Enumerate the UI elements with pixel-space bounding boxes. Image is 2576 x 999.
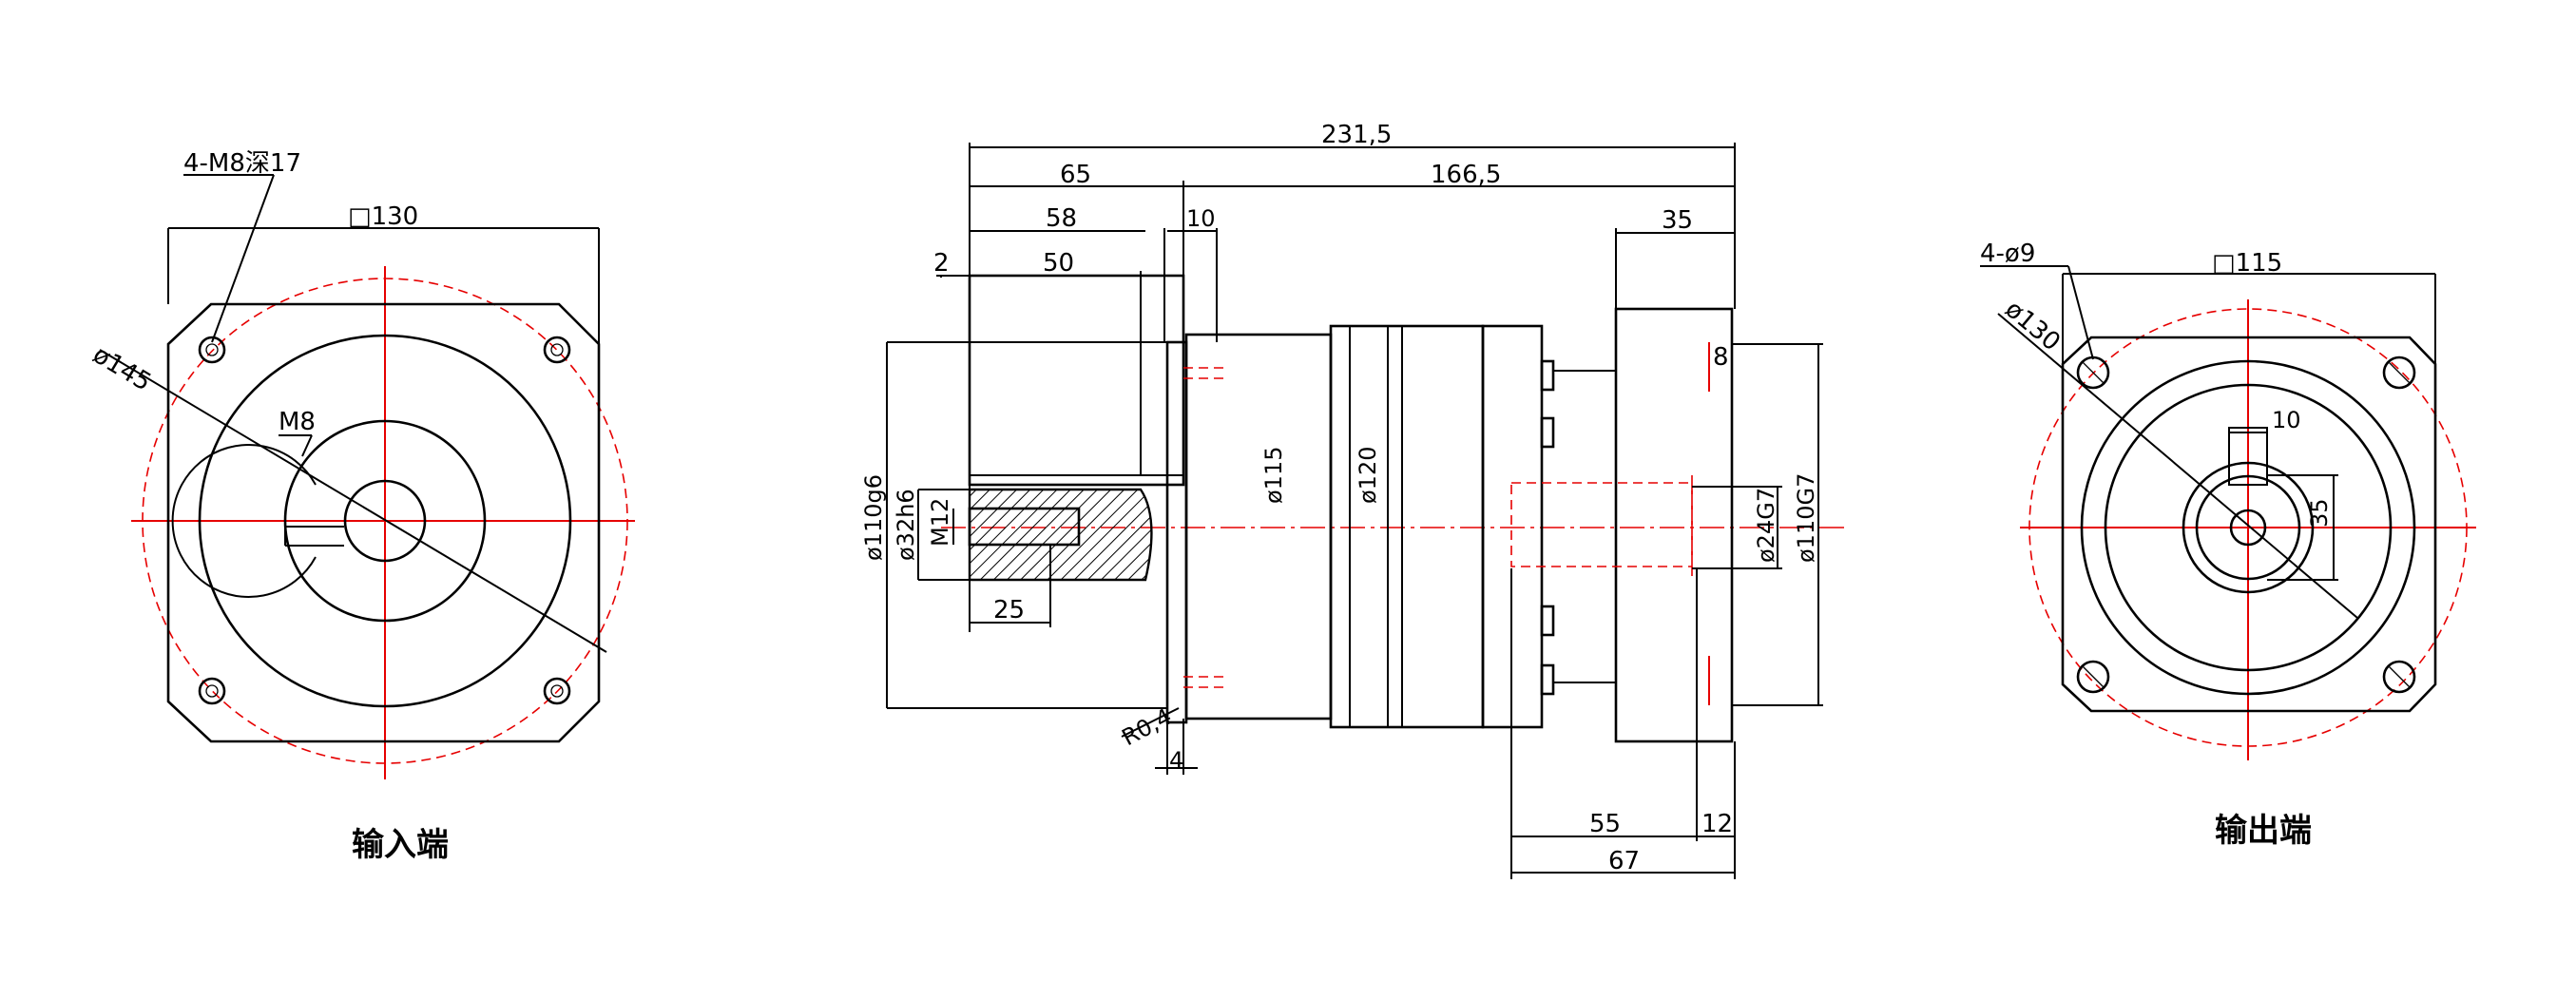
length-65-label: 65 bbox=[1060, 161, 1091, 189]
length-166-label: 166,5 bbox=[1431, 161, 1501, 189]
output-pitch-circle bbox=[2028, 308, 2468, 747]
side-view: 231,5 65 166,5 58 10 50 2 35 8 ø110g6 ø3… bbox=[860, 121, 1844, 879]
dia-110g6-label: ø110g6 bbox=[860, 474, 887, 561]
length-8-label: 8 bbox=[1713, 343, 1729, 372]
length-50-label: 50 bbox=[1043, 249, 1074, 278]
input-end-caption: 输入端 bbox=[352, 826, 449, 864]
input-outer-bore bbox=[198, 334, 572, 708]
adapter-housing bbox=[1184, 333, 1333, 720]
input-holes-label: 4-M8深17 bbox=[183, 149, 301, 178]
output-inner-ring bbox=[2104, 383, 2393, 672]
output-circle-label: ø130 bbox=[2000, 295, 2066, 356]
length-12-label: 12 bbox=[1701, 810, 1733, 838]
gear-stage-1 bbox=[1329, 324, 1485, 729]
length-35-label: 35 bbox=[1662, 206, 1693, 235]
output-key-width-label: 10 bbox=[2272, 407, 2301, 433]
length-4-label: 4 bbox=[1169, 747, 1183, 774]
input-pitch-circle bbox=[142, 278, 628, 764]
input-inner-ring bbox=[283, 419, 487, 623]
length-2-label: 2 bbox=[933, 249, 950, 278]
output-bolt-holes bbox=[2076, 355, 2416, 694]
output-shaft-center bbox=[2229, 509, 2267, 547]
output-key-height-label: 35 bbox=[2306, 498, 2333, 528]
length-67-label: 67 bbox=[1608, 847, 1640, 875]
input-key-label: M8 bbox=[279, 408, 316, 436]
input-circle-label: ø145 bbox=[87, 340, 156, 396]
input-key-slot bbox=[171, 444, 317, 598]
output-shaft-hidden bbox=[1510, 482, 1693, 567]
output-square-label: □115 bbox=[2212, 249, 2282, 278]
input-coupling-housing bbox=[968, 274, 1185, 487]
thread-m12-label: M12 bbox=[927, 498, 953, 547]
dia-120-label: ø120 bbox=[1355, 447, 1381, 505]
overall-length-label: 231,5 bbox=[1321, 121, 1392, 149]
length-55-label: 55 bbox=[1589, 810, 1621, 838]
input-end-view: □130 4-M8深17 ø145 M8 输入端 bbox=[87, 149, 635, 864]
output-outer-ring bbox=[2080, 359, 2416, 696]
input-flange-outline bbox=[166, 302, 601, 743]
output-housing bbox=[1614, 307, 1734, 743]
input-shaft-bore bbox=[343, 479, 427, 563]
length-10-label: 10 bbox=[1186, 205, 1216, 232]
output-flange-outline bbox=[2061, 336, 2437, 713]
dia-32h6-label: ø32h6 bbox=[893, 489, 919, 561]
dia-115-label: ø115 bbox=[1260, 447, 1287, 505]
input-shaft-section bbox=[968, 488, 1153, 582]
output-holes-label: 4-ø9 bbox=[1980, 240, 2035, 268]
output-hub bbox=[2182, 461, 2315, 594]
output-end-caption: 输出端 bbox=[2215, 812, 2312, 850]
dia-110g7-label: ø110G7 bbox=[1793, 473, 1819, 563]
length-58-label: 58 bbox=[1046, 204, 1077, 233]
dia-24g7-label: ø24G7 bbox=[1753, 488, 1779, 563]
input-square-label: □130 bbox=[348, 202, 418, 231]
input-bolt-holes bbox=[198, 336, 571, 705]
length-25-label: 25 bbox=[993, 596, 1025, 624]
output-end-view: □115 4-ø9 ø130 10 35 输出端 bbox=[1980, 240, 2476, 850]
